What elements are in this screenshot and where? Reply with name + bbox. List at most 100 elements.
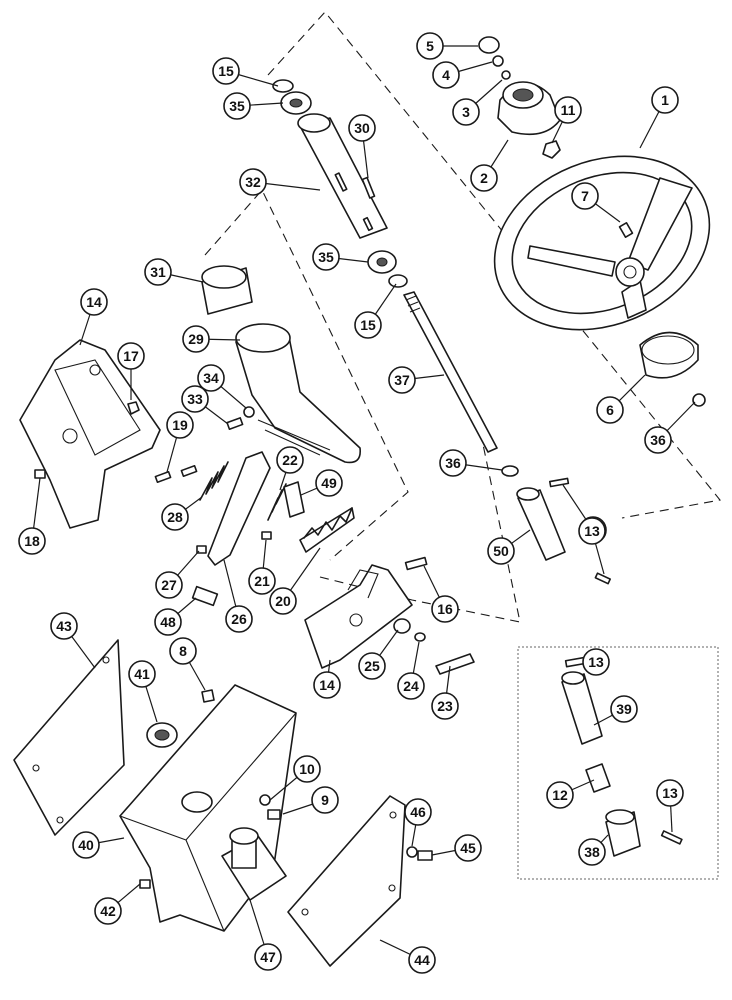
roller <box>283 481 305 518</box>
callout-number: 29 <box>188 331 204 347</box>
callout-number: 45 <box>460 840 476 856</box>
callout-bubble <box>128 660 156 688</box>
callout-15: 15 <box>212 57 279 87</box>
pin-48 <box>191 585 219 607</box>
callout-bubble <box>269 587 297 615</box>
callout-19: 19 <box>166 411 194 473</box>
callout-24: 24 <box>397 641 425 700</box>
callout-bubble <box>312 243 340 271</box>
callout-bubble <box>651 86 679 114</box>
spacer <box>393 618 411 634</box>
callout-35: 35 <box>312 243 369 271</box>
callout-number: 47 <box>260 949 276 965</box>
callout-number: 13 <box>662 785 678 801</box>
callout-bubble <box>313 671 341 699</box>
callout-bubble <box>571 182 599 210</box>
callout-2: 2 <box>470 139 509 192</box>
washer-upper <box>272 79 294 93</box>
callout-number: 37 <box>394 372 410 388</box>
column-tube <box>297 113 388 239</box>
callout-27: 27 <box>155 550 200 599</box>
callout-3: 3 <box>452 79 503 126</box>
callout-bubble <box>223 92 251 120</box>
screw <box>618 222 634 238</box>
callout-36: 36 <box>439 449 503 477</box>
stud <box>154 470 172 484</box>
callout-39: 39 <box>593 695 638 726</box>
callout-bubble <box>117 342 145 370</box>
callout-number: 40 <box>78 837 94 853</box>
callout-bubble <box>293 755 321 783</box>
hub-nut <box>542 140 561 159</box>
inset-frame <box>517 646 719 880</box>
nut-small <box>243 406 255 418</box>
callout-number: 13 <box>584 523 600 539</box>
callout-37: 37 <box>388 366 445 394</box>
callout-41: 41 <box>128 660 158 723</box>
washer-lower <box>388 274 408 288</box>
circlip <box>692 393 706 407</box>
bolt-9 <box>267 809 281 820</box>
callout-13: 13 <box>582 648 610 676</box>
side-plate-right <box>287 795 406 967</box>
washer <box>501 70 511 80</box>
circlip-36 <box>501 465 519 477</box>
callout-49: 49 <box>300 469 343 497</box>
callout-bubble <box>432 61 460 89</box>
callout-bubble <box>578 517 606 545</box>
column-base <box>221 827 287 901</box>
callout-38: 38 <box>578 834 609 866</box>
callout-15: 15 <box>354 283 397 339</box>
callout-bubble <box>354 311 382 339</box>
callout-bubble <box>416 32 444 60</box>
callout-number: 21 <box>254 573 270 589</box>
callout-11: 11 <box>551 96 582 144</box>
callout-48: 48 <box>154 597 197 636</box>
callout-number: 18 <box>24 533 40 549</box>
callout-number: 38 <box>584 844 600 860</box>
callout-number: 25 <box>364 658 380 674</box>
callout-18: 18 <box>18 477 46 555</box>
callout-bubble <box>169 637 197 665</box>
washer-46 <box>406 846 418 858</box>
callout-number: 4 <box>442 67 450 83</box>
rack <box>299 507 355 553</box>
callout-number: 48 <box>160 614 176 630</box>
callout-6: 6 <box>596 374 646 424</box>
callout-bubble <box>397 672 425 700</box>
collar <box>639 331 699 379</box>
callout-bubble <box>276 446 304 474</box>
steering-shaft <box>403 291 498 453</box>
callout-bubble <box>431 692 459 720</box>
hub-cover <box>497 81 561 136</box>
callout-bubble <box>94 897 122 925</box>
bolt-23 <box>435 653 475 675</box>
callout-31: 31 <box>144 258 204 286</box>
callout-12: 12 <box>546 779 595 809</box>
callout-40: 40 <box>72 831 125 859</box>
callout-42: 42 <box>94 883 141 925</box>
bolt-16 <box>404 556 428 571</box>
callout-number: 27 <box>161 577 177 593</box>
callout-number: 30 <box>354 120 370 136</box>
callout-33: 33 <box>181 385 229 425</box>
callout-9: 9 <box>282 786 339 815</box>
bolt <box>226 417 244 431</box>
callout-number: 2 <box>480 170 488 186</box>
callout-26: 26 <box>223 559 253 633</box>
sleeve <box>201 265 253 315</box>
washer-24 <box>414 632 426 642</box>
callout-16: 16 <box>423 565 459 623</box>
callout-bubble <box>452 98 480 126</box>
callout-number: 15 <box>360 317 376 333</box>
callout-bubble <box>656 779 684 807</box>
callout-43: 43 <box>50 612 96 669</box>
callout-25: 25 <box>358 629 399 680</box>
callout-28: 28 <box>161 496 203 531</box>
nut <box>492 55 504 67</box>
callout-number: 6 <box>606 402 614 418</box>
callout-bubble <box>408 946 436 974</box>
callout-number: 26 <box>231 611 247 627</box>
callout-number: 36 <box>650 432 666 448</box>
callout-bubble <box>155 571 183 599</box>
